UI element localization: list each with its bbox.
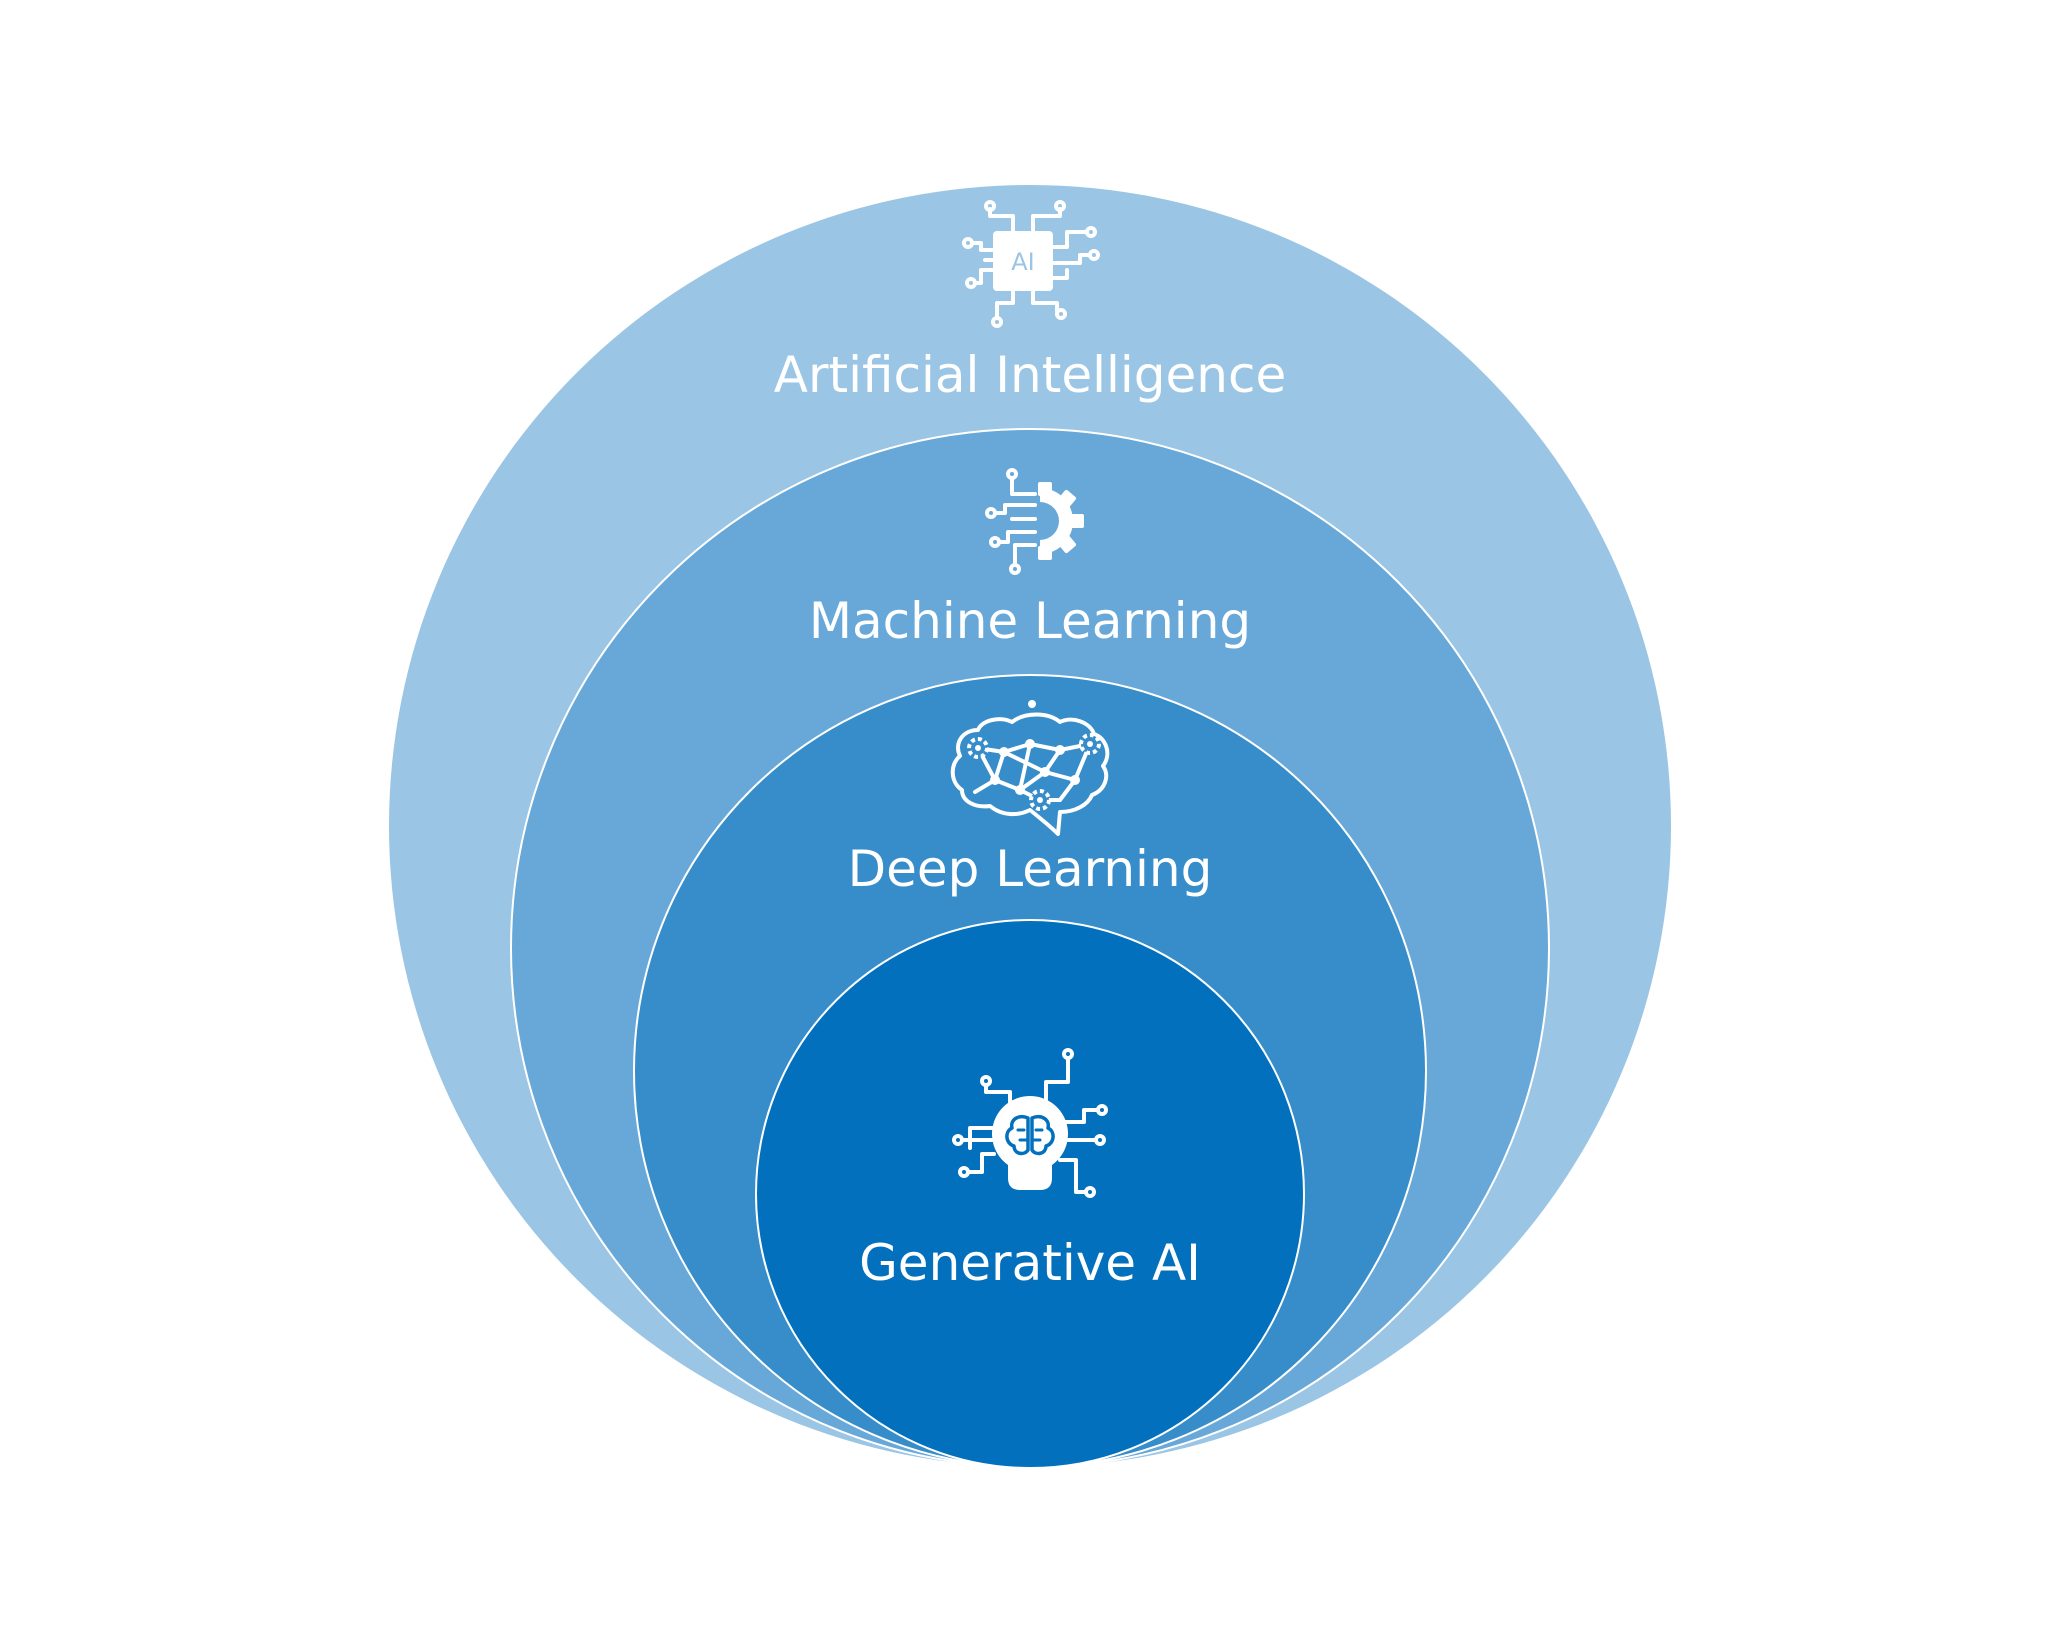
label-generative-ai: Generative AI bbox=[859, 1234, 1201, 1292]
brain-lightbulb-icon bbox=[952, 1048, 1108, 1198]
label-artificial-intelligence: Artificial Intelligence bbox=[774, 346, 1286, 404]
label-machine-learning: Machine Learning bbox=[809, 592, 1251, 650]
ring-generative-ai bbox=[755, 919, 1305, 1469]
label-deep-learning: Deep Learning bbox=[848, 840, 1213, 898]
ring-circle-generative-ai bbox=[755, 919, 1305, 1469]
ai-chip-text: AI bbox=[1011, 248, 1035, 276]
ai-chip-icon: AI bbox=[962, 200, 1100, 328]
network-brain-icon bbox=[950, 700, 1110, 836]
circuit-gear-icon bbox=[985, 468, 1084, 575]
